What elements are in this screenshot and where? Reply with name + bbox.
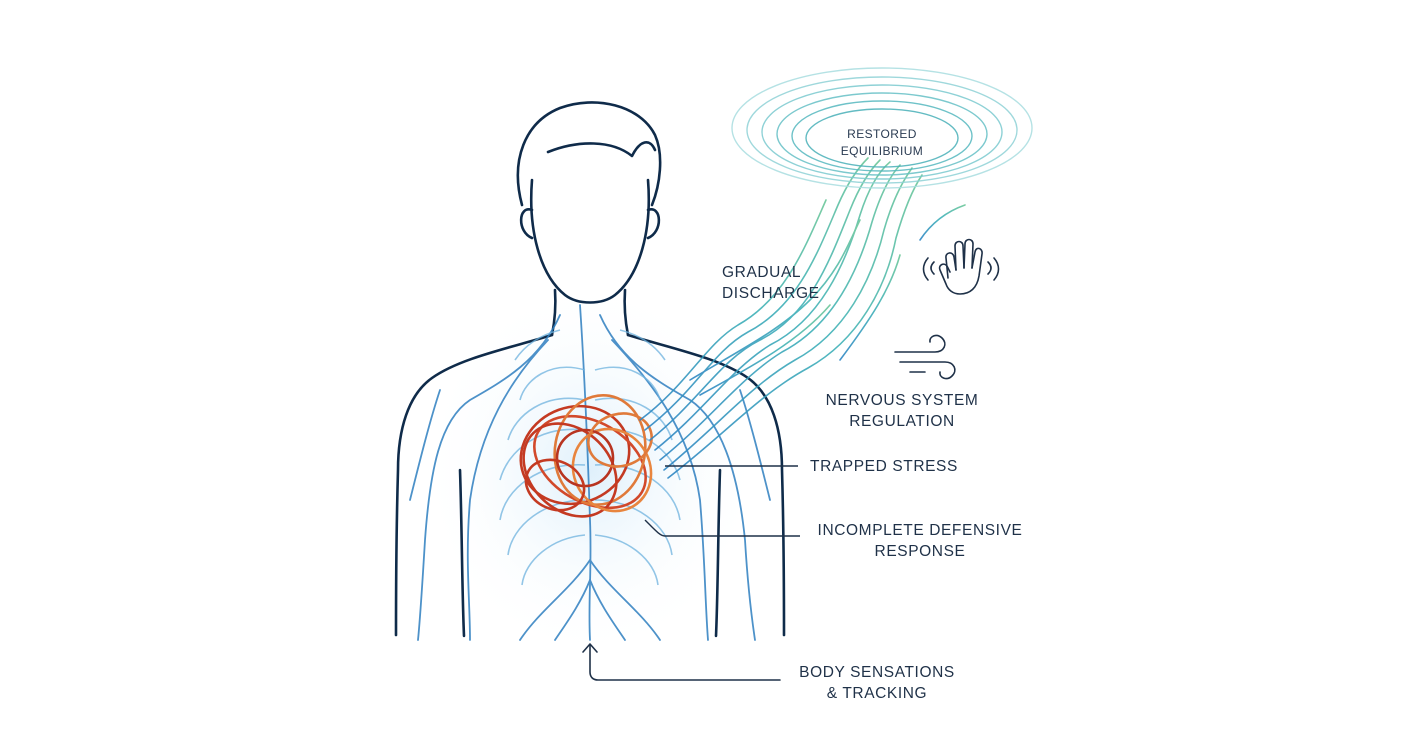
gradual-line2: DISCHARGE	[722, 285, 820, 302]
arrow-up-icon	[582, 643, 781, 681]
label-nervous-system-regulation: NERVOUS SYSTEM REGULATION	[812, 390, 992, 432]
incomplete-line2: RESPONSE	[874, 543, 966, 560]
label-restored-equilibrium: RESTORED EQUILIBRIUM	[826, 126, 938, 160]
breath-icon	[894, 334, 956, 380]
equilibrium-spiral	[731, 67, 1033, 189]
body-outline	[394, 101, 786, 638]
gradual-line1: GRADUAL	[722, 264, 802, 281]
restored-line1: RESTORED	[847, 127, 917, 141]
discharge-flow	[639, 157, 966, 479]
incomplete-line1: INCOMPLETE DEFENSIVE	[817, 522, 1023, 539]
label-gradual-discharge: GRADUAL DISCHARGE	[722, 262, 820, 304]
label-trapped-stress: TRAPPED STRESS	[810, 456, 958, 477]
regulation-line2: REGULATION	[849, 413, 955, 430]
hand-icon	[922, 238, 1000, 295]
tracking-line1: BODY SENSATIONS	[799, 664, 955, 681]
restored-line2: EQUILIBRIUM	[840, 144, 924, 158]
regulation-line1: NERVOUS SYSTEM	[825, 392, 979, 409]
stress-knot	[519, 393, 653, 518]
label-incomplete-defensive-response: INCOMPLETE DEFENSIVE RESPONSE	[808, 520, 1032, 562]
label-body-sensations-tracking: BODY SENSATIONS & TRACKING	[784, 662, 970, 704]
leader-lines	[644, 465, 800, 537]
trapped-line1: TRAPPED STRESS	[810, 458, 958, 475]
chest-glow	[420, 280, 760, 660]
tracking-line2: & TRACKING	[826, 685, 928, 702]
